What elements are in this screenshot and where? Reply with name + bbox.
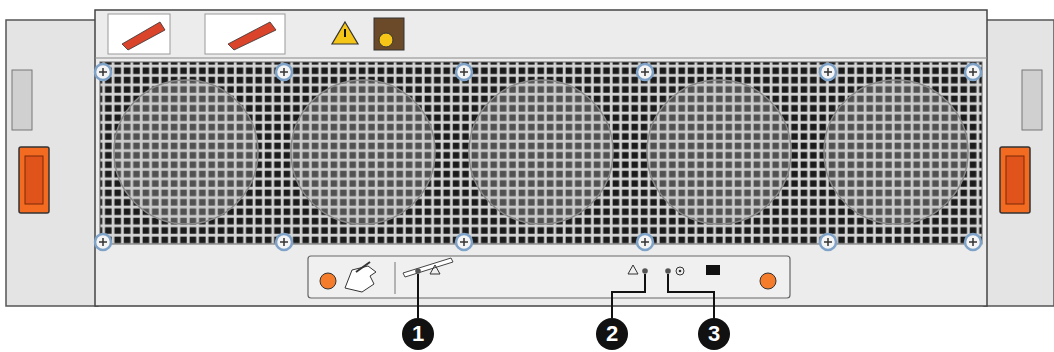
screw-cross <box>641 238 649 246</box>
screw <box>820 234 836 250</box>
fan-grill <box>100 62 982 244</box>
left-latch-grip <box>25 156 43 204</box>
top-strip-edge <box>95 58 987 59</box>
open-sticker <box>108 14 170 54</box>
screw-cross <box>824 68 832 76</box>
screw <box>820 64 836 80</box>
warning-sticker <box>332 22 358 44</box>
callout-number: 1 <box>402 318 434 350</box>
left-latch <box>19 147 49 213</box>
screw-cross <box>641 68 649 76</box>
leader-line <box>417 274 419 318</box>
fan-blade-area <box>824 80 968 224</box>
wrench-icon <box>403 258 453 277</box>
control-plate <box>308 256 790 298</box>
screw-head <box>456 64 472 80</box>
fault-symbol-2 <box>628 265 638 274</box>
power-led <box>665 268 671 274</box>
plate-divider <box>395 262 396 294</box>
screw-cross <box>460 68 468 76</box>
screw-cross <box>969 238 977 246</box>
warning-mark <box>344 29 346 37</box>
power-symbol-dot <box>679 270 682 273</box>
close-sticker <box>205 14 285 54</box>
screw-cross <box>99 238 107 246</box>
fan-blade-area <box>647 80 791 224</box>
screw-head <box>820 234 836 250</box>
screw <box>456 234 472 250</box>
screw <box>276 64 292 80</box>
screw <box>637 64 653 80</box>
right-ear-slot <box>1022 70 1042 130</box>
callout-number: 3 <box>698 318 730 350</box>
screw-cross <box>969 68 977 76</box>
screw <box>965 64 981 80</box>
hot-surface-mark <box>379 33 393 47</box>
screw-head <box>276 64 292 80</box>
screw-cross <box>99 68 107 76</box>
leader-line <box>612 274 645 318</box>
screw-head <box>95 64 111 80</box>
fault-led-1 <box>415 268 421 274</box>
screw-cross <box>824 238 832 246</box>
fault-led-2 <box>642 268 648 274</box>
port <box>706 265 720 275</box>
screw-cross <box>460 238 468 246</box>
screw-head <box>965 64 981 80</box>
screw <box>95 234 111 250</box>
screw-cross <box>280 68 288 76</box>
screw <box>276 234 292 250</box>
screw <box>965 234 981 250</box>
fault-symbol-1 <box>430 265 440 274</box>
hot-surface-sticker <box>374 18 404 50</box>
screw-head <box>637 234 653 250</box>
screw-head <box>456 234 472 250</box>
left-ear-slot <box>12 70 32 130</box>
open-sticker-art <box>122 22 165 50</box>
fan-blade-area <box>114 80 258 224</box>
screw-head <box>965 234 981 250</box>
screw <box>95 64 111 80</box>
leader-line <box>668 274 714 318</box>
screw-head <box>637 64 653 80</box>
screw-head <box>820 64 836 80</box>
left-ear <box>6 20 98 306</box>
fan-blade-area <box>291 80 435 224</box>
right-thumbscrew <box>760 273 776 289</box>
hand-icon-arrow <box>356 262 370 272</box>
power-symbol <box>676 267 684 275</box>
module-body <box>95 10 987 306</box>
callout-number: 2 <box>596 318 628 350</box>
right-latch-grip <box>1006 156 1024 204</box>
right-ear <box>984 20 1054 306</box>
screw-head <box>95 234 111 250</box>
left-thumbscrew <box>320 273 336 289</box>
screw <box>456 64 472 80</box>
right-latch <box>1000 147 1030 213</box>
screw-cross <box>280 238 288 246</box>
screw-head <box>276 234 292 250</box>
close-sticker-art <box>228 22 276 50</box>
screw <box>637 234 653 250</box>
fan-blade-area <box>469 80 613 224</box>
